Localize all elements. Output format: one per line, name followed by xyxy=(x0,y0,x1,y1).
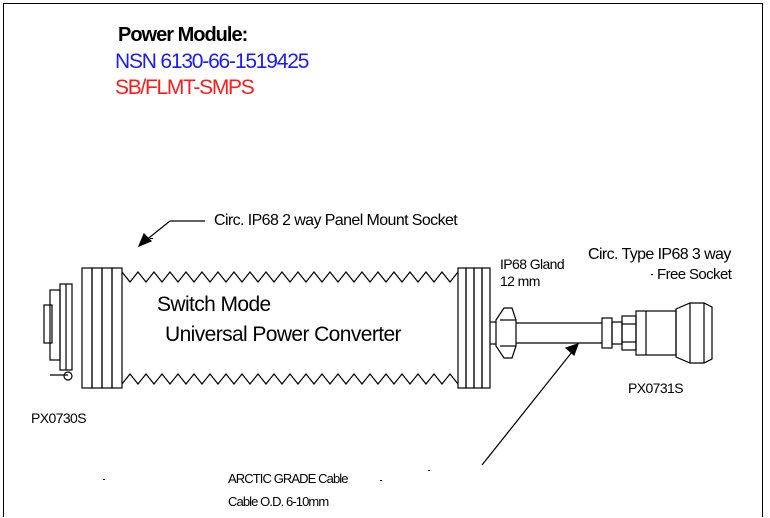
ip68-gland xyxy=(490,307,517,359)
right-flange xyxy=(457,267,491,389)
cable-leader xyxy=(481,351,573,466)
gland-label-line1: IP68 Gland xyxy=(500,256,565,272)
stray-mark xyxy=(150,238,153,239)
stray-mark xyxy=(651,274,653,275)
free-socket-label-line2: Free Socket xyxy=(657,266,732,283)
panel-socket-label: Circ. IP68 2 way Panel Mount Socket xyxy=(214,212,458,229)
panel-socket-connector xyxy=(43,283,73,381)
free-socket-part-number: PX0731S xyxy=(628,380,684,396)
stray-mark xyxy=(103,479,105,480)
model-label: SB/FLMT-SMPS xyxy=(115,76,255,99)
converter-label-line2: Universal Power Converter xyxy=(165,323,402,346)
free-socket-label-line1: Circ. Type IP68 3 way xyxy=(588,246,731,263)
cable xyxy=(516,322,602,344)
converter-body xyxy=(121,271,459,385)
stray-mark xyxy=(380,480,382,481)
panel-socket-leader-diag xyxy=(144,220,171,242)
stray-mark xyxy=(428,470,430,471)
cable-label-line1: ARCTIC GRADE Cable xyxy=(228,471,349,486)
cable-label-line2: Cable O.D. 6-10mm xyxy=(228,494,329,509)
gland-label-line2: 12 mm xyxy=(500,273,540,289)
cable-arrowhead xyxy=(564,343,579,357)
diagram-frame xyxy=(3,3,763,517)
free-socket-connector xyxy=(601,302,713,364)
panel-socket-part-number: PX0730S xyxy=(31,410,87,426)
converter-label-line1: Switch Mode xyxy=(157,293,271,316)
diagram-title: Power Module: xyxy=(118,24,248,46)
nsn-label: NSN 6130-66-1519425 xyxy=(115,50,309,73)
left-flange xyxy=(81,267,123,389)
panel-socket-arrowhead xyxy=(137,232,153,248)
